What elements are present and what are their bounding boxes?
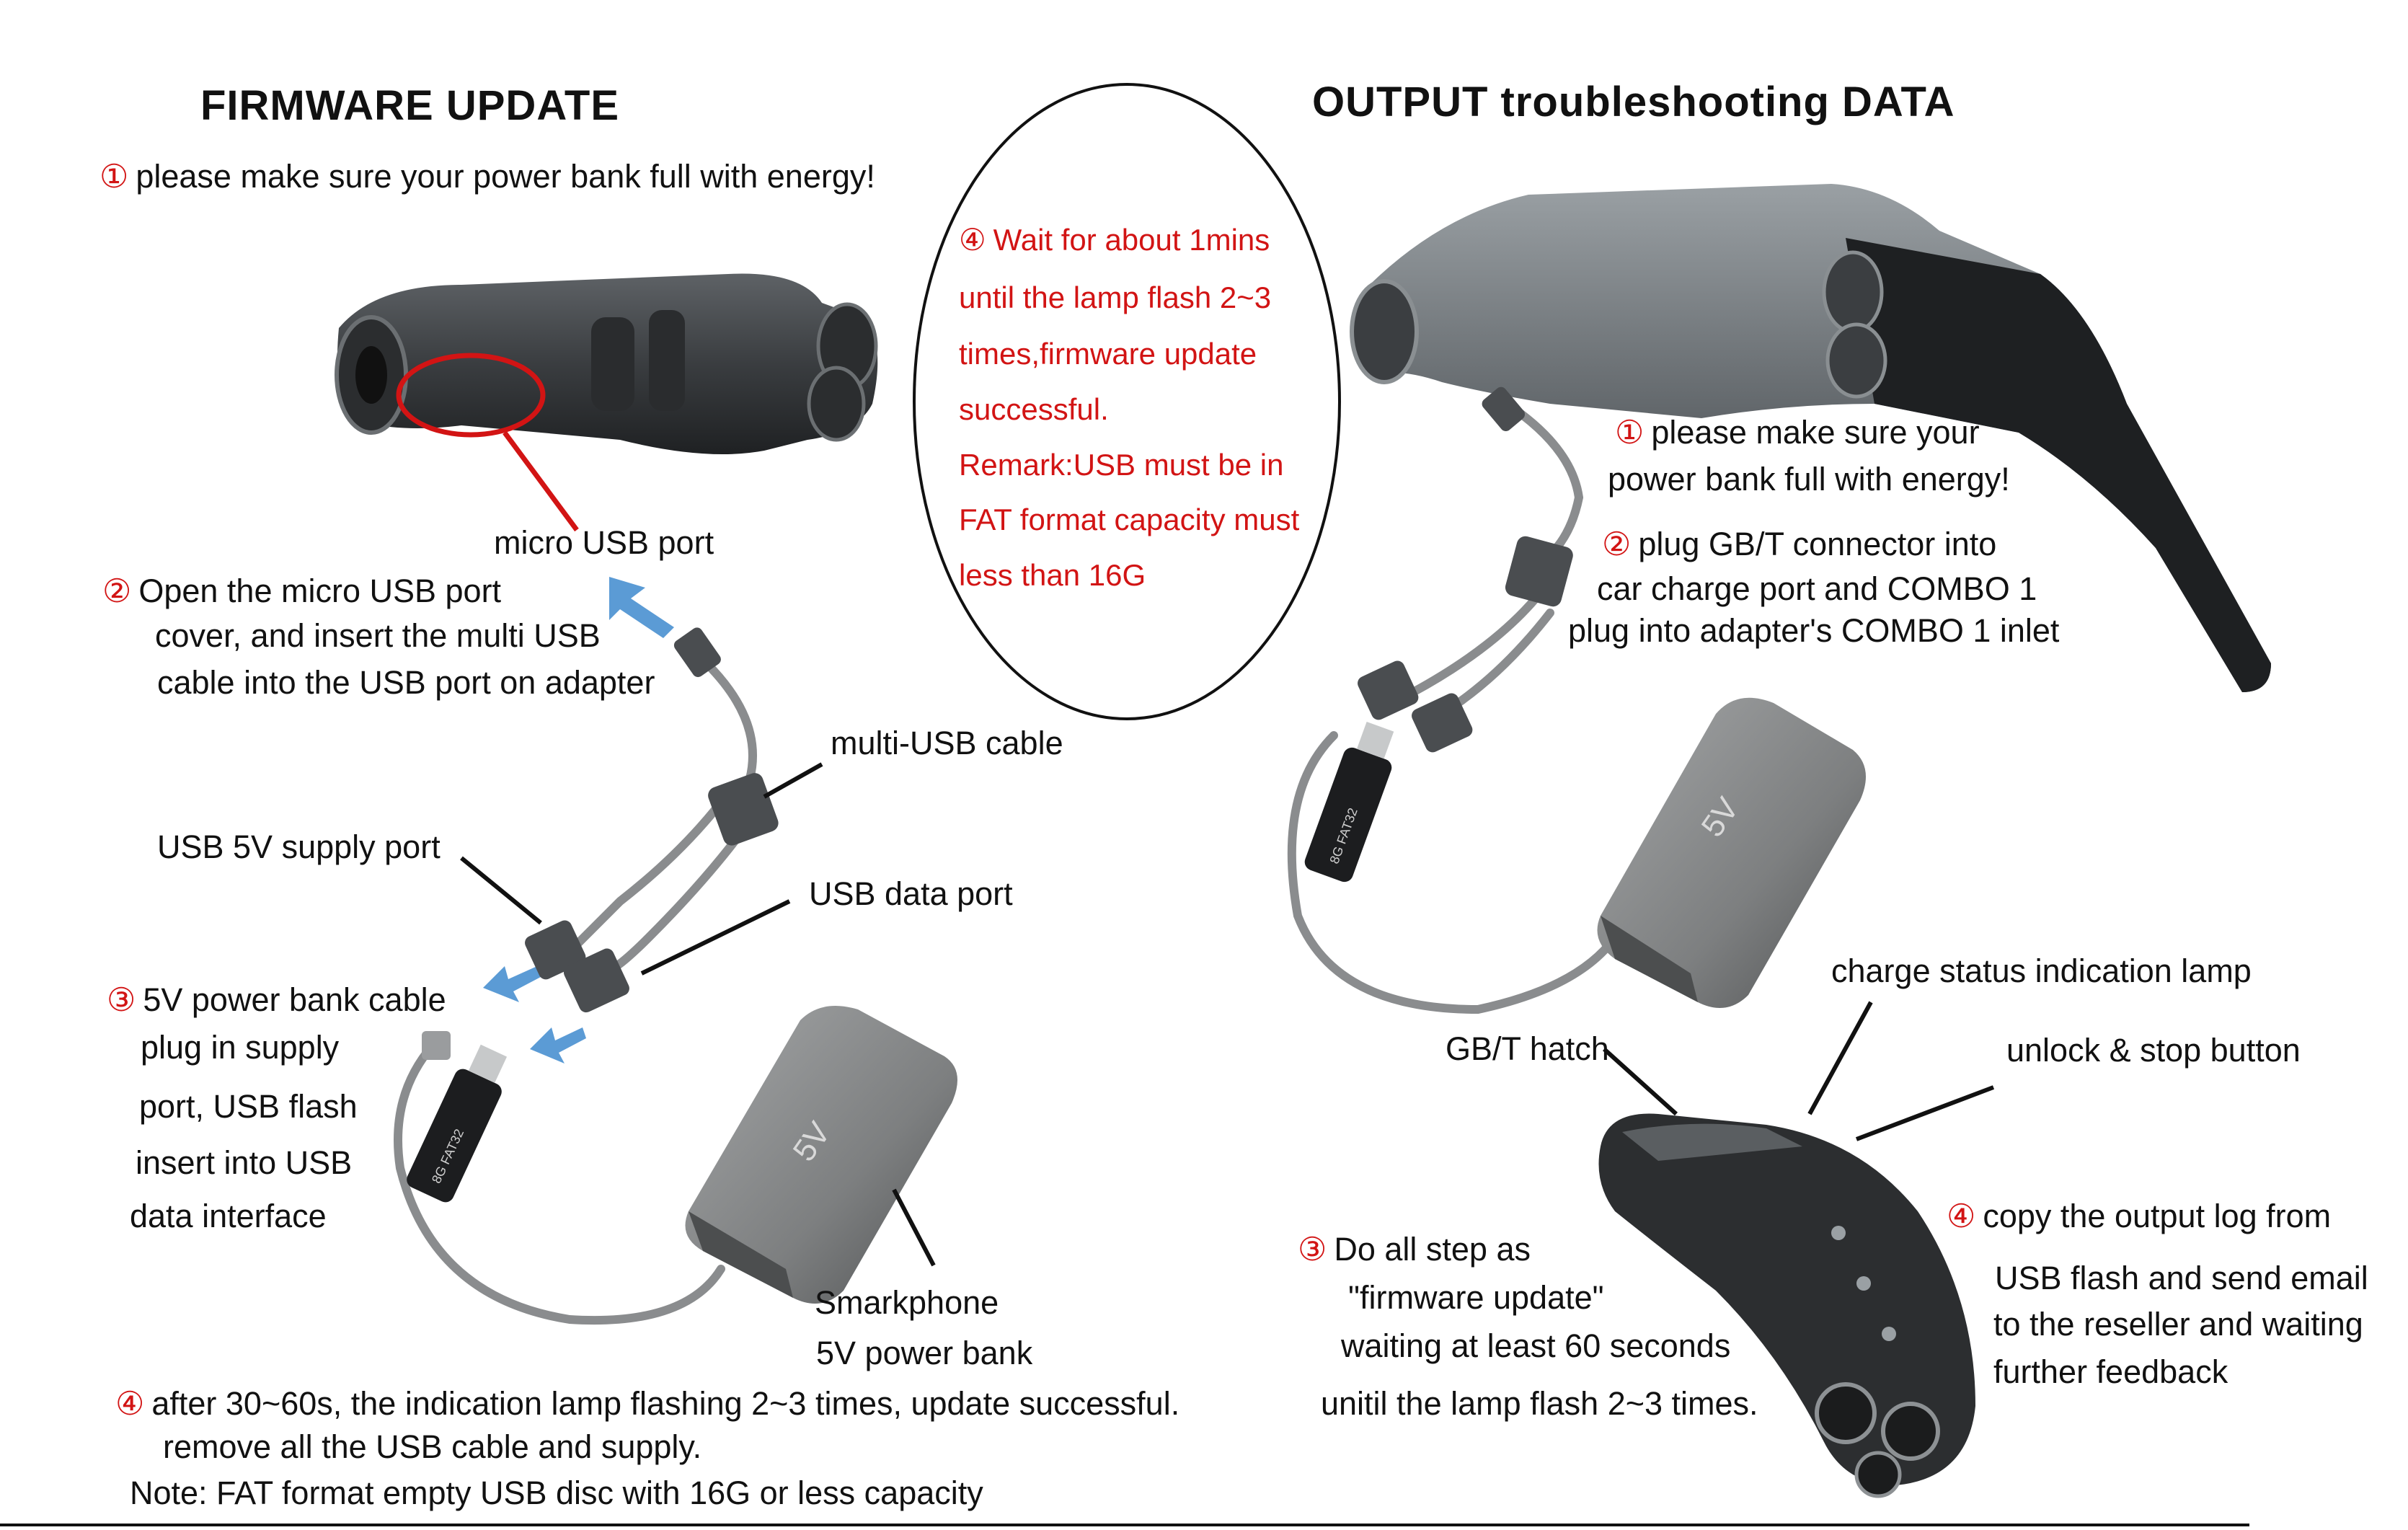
output-step3-line2: "firmware update": [1348, 1279, 1604, 1316]
oval-line3: times,firmware update: [959, 337, 1257, 371]
unlock-stop-button-label: unlock & stop button: [2006, 1032, 2301, 1069]
output-step2-text-1: plug GB/T connector into: [1638, 526, 1997, 562]
oval-step-number: ④: [959, 223, 986, 257]
usb-5v-supply-port-label: USB 5V supply port: [157, 828, 441, 865]
usb-data-port-label: USB data port: [809, 875, 1013, 912]
usb-flash-stick-right: 8G FAT32: [1304, 721, 1394, 883]
firmware-step3-line2: plug in supply: [141, 1029, 340, 1066]
charge-status-lamp-label: charge status indication lamp: [1831, 952, 2252, 989]
powerbank-left: 5V: [685, 1006, 957, 1304]
firmware-step3-line5: data interface: [130, 1198, 327, 1234]
adapter-left-illustration: [335, 273, 878, 454]
oval-line4: successful.: [959, 392, 1109, 426]
powerbank-label-line2: 5V power bank: [816, 1335, 1033, 1371]
powerbank-label-line1: Smarkphone: [815, 1284, 999, 1321]
firmware-step3-line4: insert into USB: [136, 1144, 353, 1181]
output-step1-number: ①: [1615, 414, 1645, 451]
output-step2-line2: car charge port and COMBO 1: [1597, 570, 2037, 607]
multi-usb-cable-right: [1287, 399, 1619, 1014]
firmware-step2-line3: cable into the USB port on adapter: [157, 664, 655, 701]
micro-usb-port-label: micro USB port: [494, 524, 714, 561]
firmware-step2-number: ②: [102, 572, 132, 609]
firmware-update-title: FIRMWARE UPDATE: [200, 82, 620, 129]
note-oval: [913, 83, 1341, 720]
firmware-step2-text-1: Open the micro USB port: [138, 572, 502, 609]
leader-lines-left: [460, 762, 936, 1267]
insert-arrows: [483, 577, 674, 1064]
gbt-hatch-label: GB/T hatch: [1446, 1030, 1609, 1067]
ccs1-gun-illustration: [1350, 184, 2271, 692]
firmware-step4-number: ④: [115, 1385, 145, 1422]
firmware-step1-number: ①: [99, 158, 129, 195]
output-step4-line4: further feedback: [1993, 1353, 2228, 1390]
output-troubleshooting-title: OUTPUT troubleshooting DATA: [1312, 79, 1955, 125]
output-step4-line3: to the reseller and waiting: [1993, 1306, 2363, 1343]
firmware-step4-line2: remove all the USB cable and supply.: [163, 1428, 702, 1465]
firmware-step4-text-1: after 30~60s, the indication lamp flashi…: [151, 1385, 1180, 1422]
usb-connectors-right: [1358, 386, 1573, 753]
output-step2-number: ②: [1602, 526, 1632, 562]
oval-line5: Remark:USB must be in: [959, 448, 1284, 482]
output-step3-line4: unitil the lamp flash 2~3 times.: [1321, 1385, 1758, 1422]
usb-flash-stick-left: 8G FAT32: [407, 1044, 508, 1203]
firmware-note: Note: FAT format empty USB disc with 16G…: [130, 1474, 983, 1511]
firmware-step1-text: please make sure your power bank full wi…: [136, 158, 875, 195]
output-step3-number: ③: [1298, 1231, 1327, 1268]
output-step3-line3: waiting at least 60 seconds: [1341, 1327, 1731, 1364]
multi-usb-cable-label: multi-USB cable: [831, 725, 1063, 761]
oval-line6: FAT format capacity must: [959, 503, 1300, 536]
gbt-connector-illustration: [1598, 1113, 1975, 1498]
micro-usb-leader-line: [503, 430, 579, 532]
powerbank-right: 5V: [1597, 697, 1866, 1008]
multi-usb-cable-left: [394, 659, 769, 1325]
firmware-step3-text-1: 5V power bank cable: [143, 981, 446, 1018]
output-step4-number: ④: [1947, 1198, 1976, 1234]
leader-lines-right: [1602, 1001, 1995, 1141]
output-step4-text-1: copy the output log from: [1983, 1198, 2332, 1234]
output-step1-text-1: please make sure your: [1651, 414, 1980, 451]
oval-line7: less than 16G: [959, 558, 1146, 592]
output-step1-line2: power bank full with energy!: [1608, 461, 2010, 498]
micro-usb-highlight-circle: [396, 353, 546, 438]
oval-line2: until the lamp flash 2~3: [959, 280, 1272, 314]
output-step2-line3: plug into adapter's COMBO 1 inlet: [1568, 612, 2060, 649]
usb-connectors-left: [422, 627, 779, 1060]
oval-line1-text: Wait for about 1mins: [993, 223, 1270, 257]
output-step3-text-1: Do all step as: [1334, 1231, 1531, 1268]
firmware-step2-line2: cover, and insert the multi USB: [155, 617, 601, 654]
firmware-step3-number: ③: [107, 981, 136, 1018]
output-step4-line2: USB flash and send email: [1995, 1260, 2368, 1296]
firmware-step3-line3: port, USB flash: [139, 1088, 358, 1125]
